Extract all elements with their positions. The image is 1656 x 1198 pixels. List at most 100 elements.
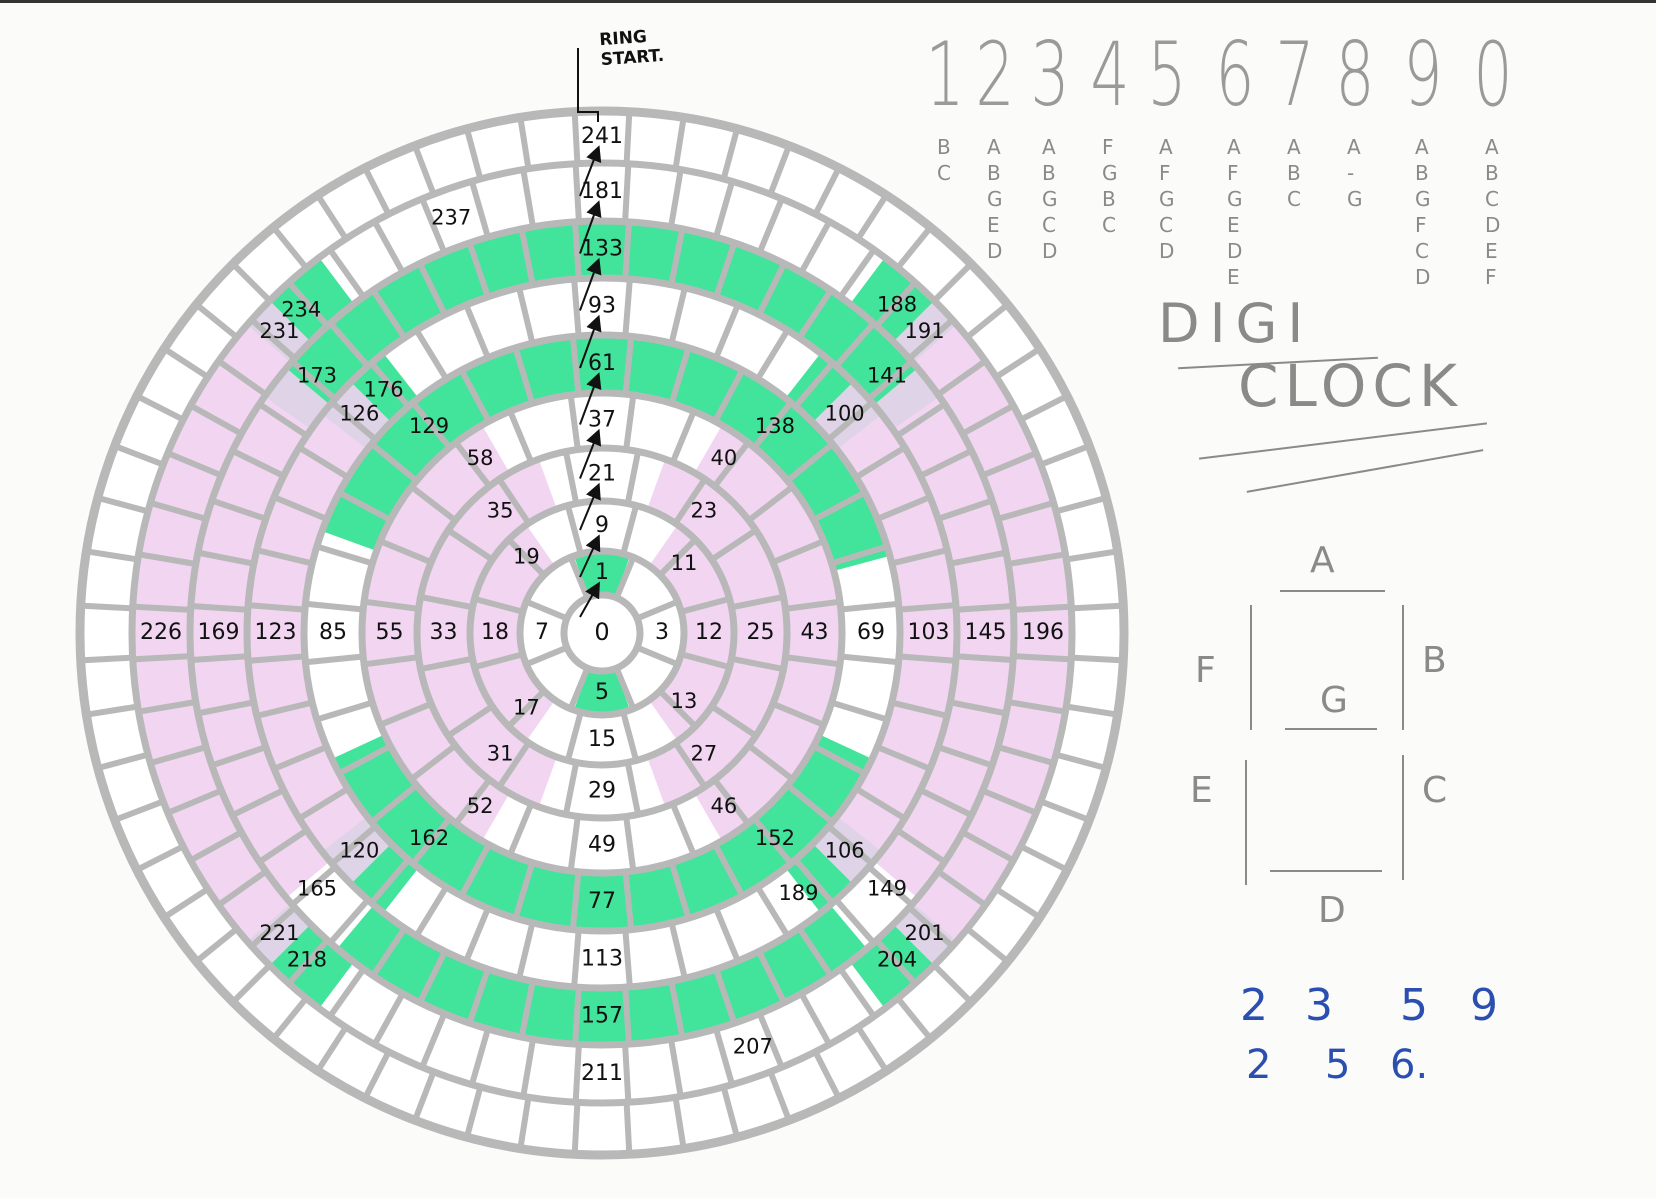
cell-divider: [379, 701, 433, 728]
segment-letter: C: [1287, 187, 1301, 211]
cell-divider: [668, 287, 688, 344]
cell-divider: [1071, 602, 1124, 612]
ring-outline: [560, 591, 644, 675]
cell-divider: [833, 321, 876, 369]
diagonal-number: 138: [755, 414, 795, 438]
cell-divider: [569, 336, 582, 395]
segment-letter: F: [1415, 213, 1427, 237]
cell-divider: [453, 440, 492, 489]
cell-divider: [328, 321, 371, 369]
cell-divider: [720, 128, 741, 180]
cell-divider: [981, 450, 1038, 479]
cell-divider: [466, 241, 491, 298]
cell-divider: [525, 644, 569, 668]
cell-divider: [793, 857, 835, 905]
cell-divider: [256, 547, 313, 567]
cell-divider: [369, 441, 419, 484]
cell-divider: [672, 1096, 687, 1150]
diagonal-number: 11: [671, 551, 698, 575]
segment-letter: A: [1347, 135, 1361, 159]
cell-divider: [166, 450, 223, 479]
spine-left-number: 226: [140, 620, 182, 645]
cell-divider: [210, 497, 267, 522]
cell-divider: [162, 886, 210, 920]
cell-divider: [463, 128, 484, 180]
cell-divider: [713, 968, 738, 1025]
diagonal-number: 173: [297, 363, 337, 387]
cell-divider: [512, 346, 536, 405]
cell-divider: [567, 666, 591, 710]
segment-letter: -: [1347, 161, 1355, 185]
spine-left-number: 18: [481, 620, 509, 645]
cell-divider: [525, 598, 569, 622]
cell-divider: [1071, 654, 1124, 664]
spine-arrow: [579, 534, 601, 578]
cell-divider: [657, 537, 698, 578]
seg-label-b: B: [1422, 640, 1447, 681]
cell-divider: [419, 593, 474, 611]
cell-divider: [965, 302, 1010, 340]
cell-divider: [668, 346, 692, 405]
cell-divider: [166, 787, 223, 816]
cell-divider: [210, 744, 267, 769]
cell-divider: [730, 593, 785, 611]
cell-divider: [315, 543, 374, 567]
cell-divider: [876, 744, 932, 772]
cell-divider: [413, 328, 449, 381]
ring-band: [266, 223, 938, 428]
cell-divider: [866, 359, 914, 402]
cell-divider: [297, 444, 350, 480]
spine-down-number: 77: [588, 889, 616, 914]
ring-outline: [243, 274, 961, 992]
cell-divider: [230, 261, 272, 303]
ring-band: [696, 427, 839, 839]
segment-letter: D: [1415, 265, 1431, 289]
segment-letter: F: [1485, 265, 1497, 289]
cell-divider: [297, 786, 350, 822]
cell-divider: [949, 549, 1007, 567]
spine-down-number: 157: [581, 1004, 623, 1029]
cell-divider: [891, 547, 948, 567]
cell-divider: [564, 504, 584, 555]
cell-divider: [496, 741, 532, 789]
cell-divider: [826, 824, 874, 866]
diagonal-number: 40: [711, 446, 738, 470]
cell-divider: [796, 926, 834, 978]
cell-divider: [837, 967, 877, 1019]
cell-divider: [956, 653, 1014, 663]
cell-divider: [149, 500, 207, 522]
cell-divider: [362, 1050, 392, 1100]
cell-divider: [272, 744, 328, 772]
diagonal-number: 23: [691, 499, 718, 523]
blue-note: 3: [1305, 980, 1333, 1031]
spine-up-number: 241: [581, 124, 623, 149]
cell-divider: [305, 600, 364, 613]
cell-divider: [771, 538, 825, 565]
cell-divider: [1055, 751, 1107, 772]
blue-note: 2: [1246, 1042, 1272, 1088]
spine-left-number: 169: [198, 620, 240, 645]
diagonal-number: 152: [755, 826, 795, 850]
cell-divider: [564, 711, 584, 762]
segment-letter: A: [1485, 135, 1499, 159]
cell-divider: [419, 197, 448, 254]
cell-divider: [672, 116, 687, 170]
segment-letter: C: [937, 161, 951, 185]
cell-divider: [419, 655, 474, 673]
cell-divider: [751, 816, 794, 866]
cell-divider: [466, 968, 491, 1025]
cell-divider: [409, 743, 458, 782]
cell-divider: [257, 827, 309, 865]
cell-divider: [506, 688, 547, 729]
cell-divider: [572, 987, 582, 1045]
segment-letter: A: [1287, 135, 1301, 159]
seg-line-f: [1250, 605, 1252, 730]
ring-outline: [128, 159, 1076, 1107]
cell-divider: [755, 885, 791, 938]
segment-letter: B: [1415, 161, 1429, 185]
cell-divider: [247, 653, 306, 664]
segment-letter: E: [1227, 213, 1240, 237]
cell-divider: [712, 440, 751, 489]
cell-divider: [712, 843, 746, 898]
ring-band: [339, 907, 865, 1043]
